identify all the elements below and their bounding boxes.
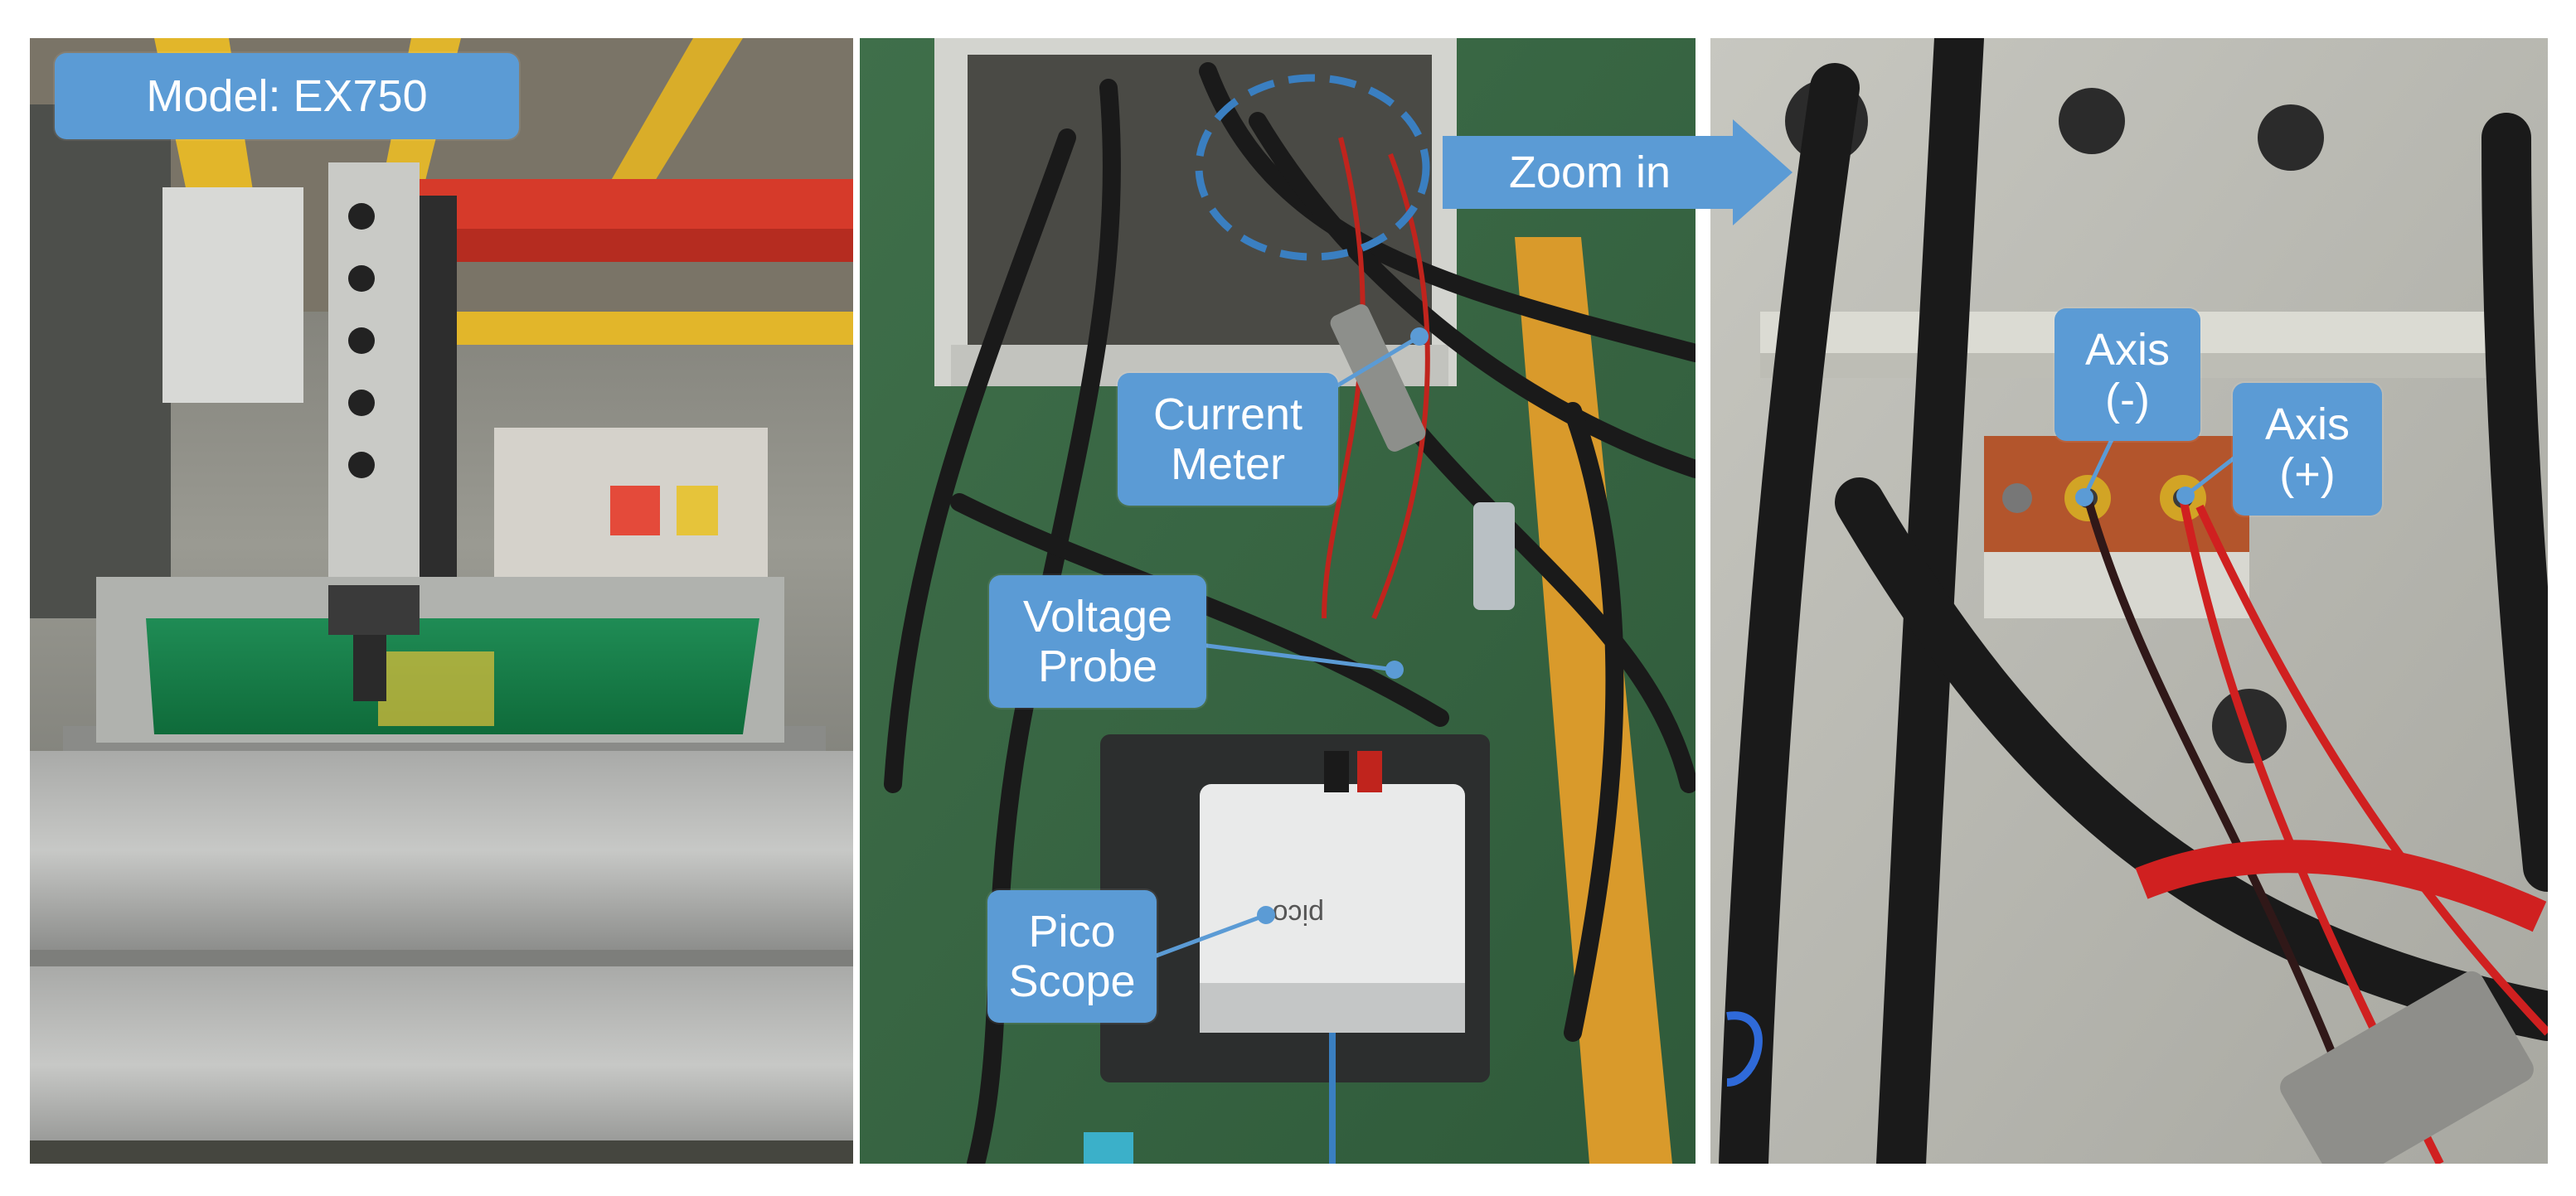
zoom-in-label: Zoom in xyxy=(1508,147,1671,197)
current-meter-label: Current Meter xyxy=(1118,373,1338,506)
scope-brand-text: pico xyxy=(1273,898,1324,930)
terminal-closeup-panel xyxy=(1710,38,2548,1164)
edm-machine-photo xyxy=(30,38,853,1164)
axis-plus-label: Axis (+) xyxy=(2233,383,2382,516)
model-label: Model: EX750 xyxy=(55,53,519,139)
axis-minus-label: Axis (-) xyxy=(2054,308,2200,441)
machine-photo-panel xyxy=(30,38,853,1164)
terminal-closeup-photo xyxy=(1710,38,2548,1164)
pico-scope-label: Pico Scope xyxy=(987,890,1157,1023)
voltage-probe-label: Voltage Probe xyxy=(989,575,1206,708)
